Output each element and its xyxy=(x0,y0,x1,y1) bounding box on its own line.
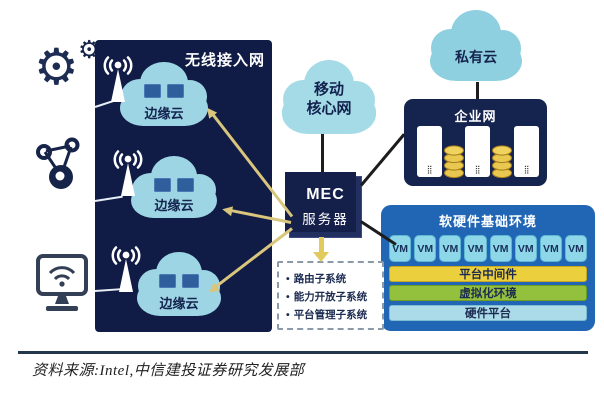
mobile-core-network-cloud: 移动 核心网 xyxy=(282,60,376,136)
edge-cloud-1: 边缘云 xyxy=(120,62,208,128)
edge-cloud-label: 边缘云 xyxy=(144,106,184,122)
bullet: • xyxy=(286,309,290,321)
hardware-layer: 硬件平台 xyxy=(389,304,587,321)
antenna-icon xyxy=(111,246,141,292)
bullet: • xyxy=(286,273,290,285)
vm-box: VM xyxy=(539,235,562,262)
edge-cloud-3: 边缘云 xyxy=(137,252,221,318)
vm-box: VM xyxy=(489,235,512,262)
source-attribution: 资料来源:Intel,中信建投证券研究发展部 xyxy=(32,363,305,379)
mec-to-enterprise-line xyxy=(359,133,406,187)
cloud-node-servers xyxy=(120,84,208,99)
vm-row: VM VM VM VM VM VM VM VM xyxy=(389,235,587,262)
vm-box: VM xyxy=(439,235,462,262)
vm-box: VM xyxy=(464,235,487,262)
edge-cloud-label: 边缘云 xyxy=(154,198,194,214)
infrastructure-title: 软硬件基础环境 xyxy=(438,214,537,229)
antenna-icon xyxy=(103,56,133,102)
cloud-node-servers xyxy=(131,177,217,192)
list-item: • 平台管理子系统 xyxy=(286,306,376,324)
small-gear-icon: ⚙ xyxy=(78,36,101,64)
mec-label: MEC xyxy=(306,186,345,203)
mec-to-subsystems-arrow xyxy=(319,237,324,253)
server-tower-icon xyxy=(514,126,539,177)
vm-box: VM xyxy=(414,235,437,262)
mec-server-box: MEC 服务器 xyxy=(285,172,362,238)
monitor-wifi-icon xyxy=(36,254,88,311)
edge-cloud-label: 边缘云 xyxy=(159,296,199,312)
enterprise-network-box: 企业网 xyxy=(404,99,547,186)
core-to-mec-line xyxy=(321,133,324,177)
enterprise-title: 企业网 xyxy=(454,109,497,124)
private-cloud: 私有云 xyxy=(430,10,522,83)
bullet: • xyxy=(286,291,290,303)
mec-subsystems-box: • 路由子系统 • 能力开放子系统 • 平台管理子系统 xyxy=(277,261,384,330)
list-item: • 路由子系统 xyxy=(286,270,376,288)
edge-cloud-2: 边缘云 xyxy=(131,156,217,220)
infrastructure-box: 软硬件基础环境 VM VM VM VM VM VM VM VM 平台中间件 虚拟… xyxy=(381,205,595,331)
virtualization-layer: 虚拟化环境 xyxy=(389,285,587,301)
wireless-access-network-box: 无线接入网 xyxy=(94,40,272,332)
cloud-node-servers xyxy=(137,274,221,289)
core-cloud-label: 移动 核心网 xyxy=(306,80,352,117)
database-icon xyxy=(492,145,512,179)
database-icon xyxy=(444,145,464,179)
mec-server-label: 服务器 xyxy=(302,212,349,227)
network-nodes-icon xyxy=(36,137,80,189)
list-item: • 能力开放子系统 xyxy=(286,288,376,306)
gear-icon: ⚙ xyxy=(34,39,79,95)
vm-box: VM xyxy=(389,235,412,262)
arrow-head xyxy=(313,252,329,262)
wireless-box-title: 无线接入网 xyxy=(184,52,265,69)
antenna-icon xyxy=(113,150,143,196)
server-tower-icon xyxy=(465,126,490,177)
server-tower-icon xyxy=(417,126,442,177)
privatecloud-to-enterprise-line xyxy=(476,82,479,101)
vm-box: VM xyxy=(514,235,537,262)
private-cloud-label: 私有云 xyxy=(455,48,497,65)
middleware-layer: 平台中间件 xyxy=(389,265,587,282)
divider xyxy=(18,351,588,354)
vm-box: VM xyxy=(564,235,587,262)
